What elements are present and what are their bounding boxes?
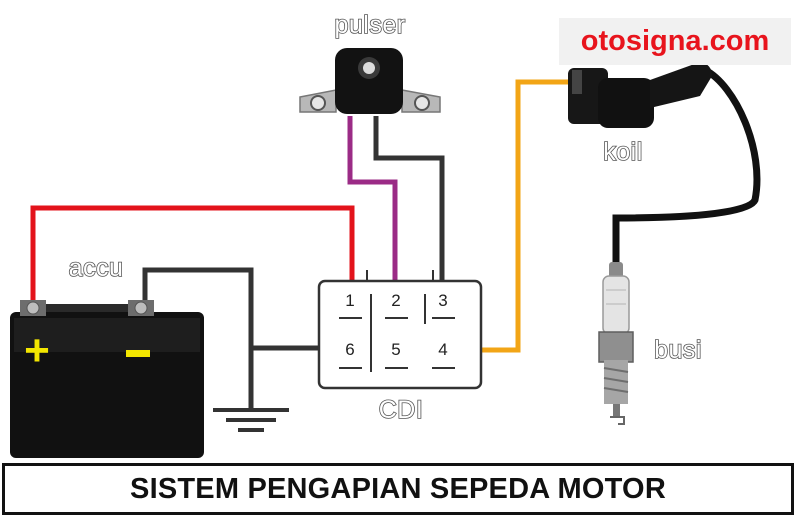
cdi-pin-4: 4 <box>438 340 447 359</box>
orange-ignition-wire <box>458 79 582 353</box>
pulser-label: pulser <box>334 11 405 39</box>
spark-plug-icon <box>598 262 634 425</box>
red-positive-wire <box>30 205 355 305</box>
cdi-pin-2: 2 <box>391 291 400 310</box>
ground-wire-battery <box>142 267 254 408</box>
pulser-icon <box>299 48 441 114</box>
cdi-unit <box>317 270 483 390</box>
cdi-label: CDI <box>379 396 424 424</box>
diagram-caption: SISTEM PENGAPIAN SEPEDA MOTOR <box>130 473 666 505</box>
watermark-logo: otosigna.com <box>559 18 791 65</box>
cdi-pin-1: 1 <box>345 291 354 310</box>
cdi-pin-6: 6 <box>345 340 354 359</box>
busi-label: busi <box>654 336 702 364</box>
cdi-pin-3: 3 <box>438 291 447 310</box>
cdi-pin-5: 5 <box>391 340 400 359</box>
purple-pulser-wire <box>347 116 398 288</box>
accu-label: accu <box>69 254 124 282</box>
battery-icon <box>10 300 204 458</box>
battery-positive-mark: + <box>24 326 50 375</box>
koil-label: koil <box>603 138 643 166</box>
caption-box: SISTEM PENGAPIAN SEPEDA MOTOR <box>2 463 794 515</box>
high-tension-wire <box>612 66 761 274</box>
black-pulser-wire <box>373 116 445 288</box>
battery-negative-mark <box>126 350 150 357</box>
ignition-coil-icon <box>568 62 712 128</box>
ground-symbol-icon <box>213 408 289 432</box>
